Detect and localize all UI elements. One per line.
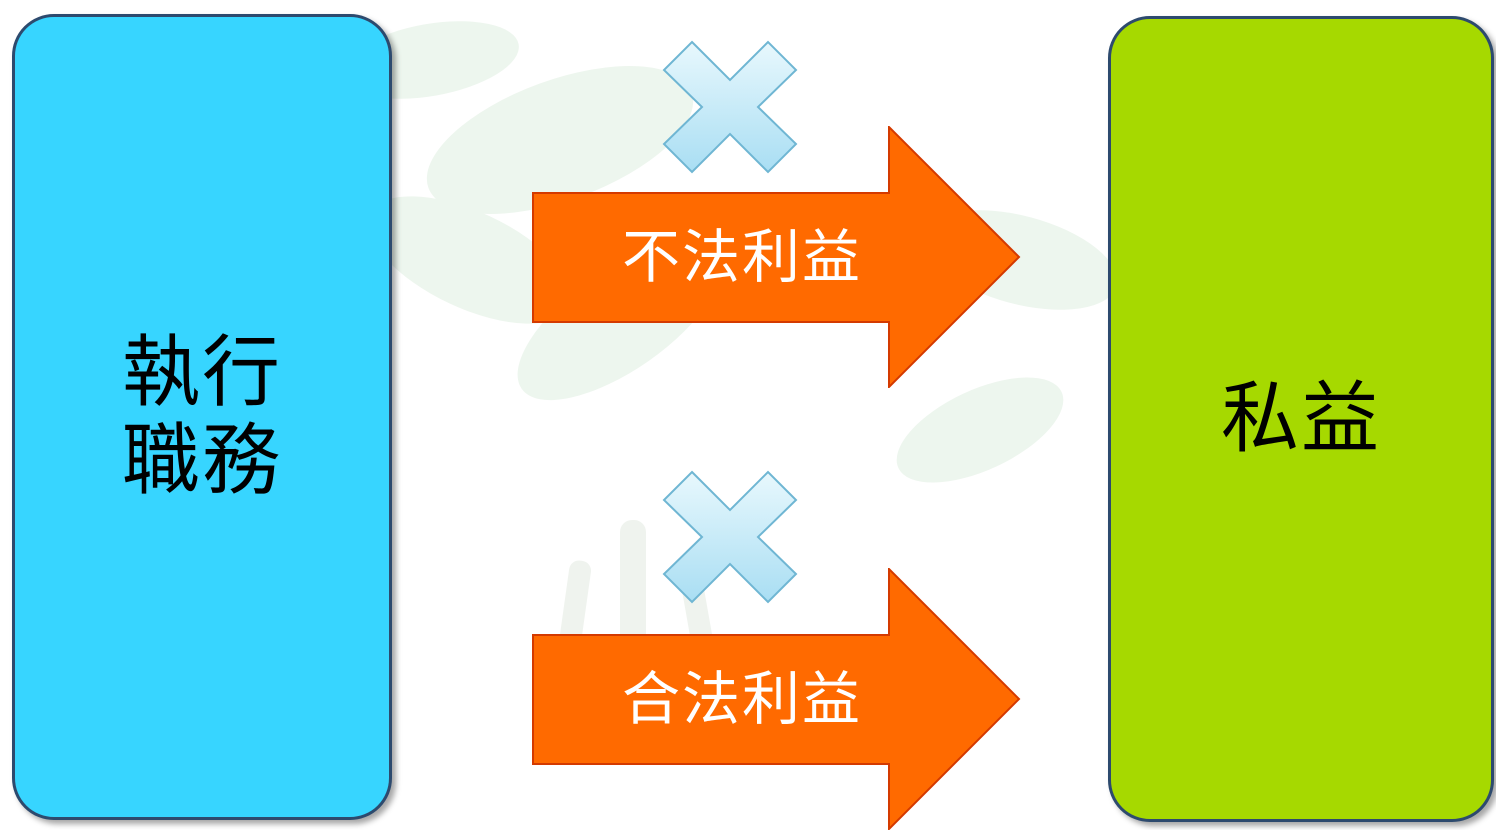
right-arrow-shape-bottom	[532, 568, 1021, 830]
arrow-label-illegal-benefit: 不法利益	[621, 223, 862, 291]
x-mark-icon	[662, 470, 798, 604]
right-arrow-shape-top	[532, 126, 1021, 388]
arrow-illegal-benefit: 不法利益	[532, 126, 1022, 388]
left-box-perform-duties: 執行 職務	[12, 14, 392, 820]
left-box-label: 執行 職務	[122, 329, 282, 505]
arrow-legal-benefit: 合法利益	[532, 568, 1022, 830]
right-box-label: 私益	[1220, 374, 1381, 464]
right-box-private-interest: 私益	[1108, 16, 1494, 822]
x-mark-icon	[662, 40, 798, 174]
arrow-label-legal-benefit: 合法利益	[621, 665, 862, 733]
left-box-label-line-1: 執行	[121, 328, 282, 418]
left-box-label-line-2: 職務	[121, 416, 282, 506]
